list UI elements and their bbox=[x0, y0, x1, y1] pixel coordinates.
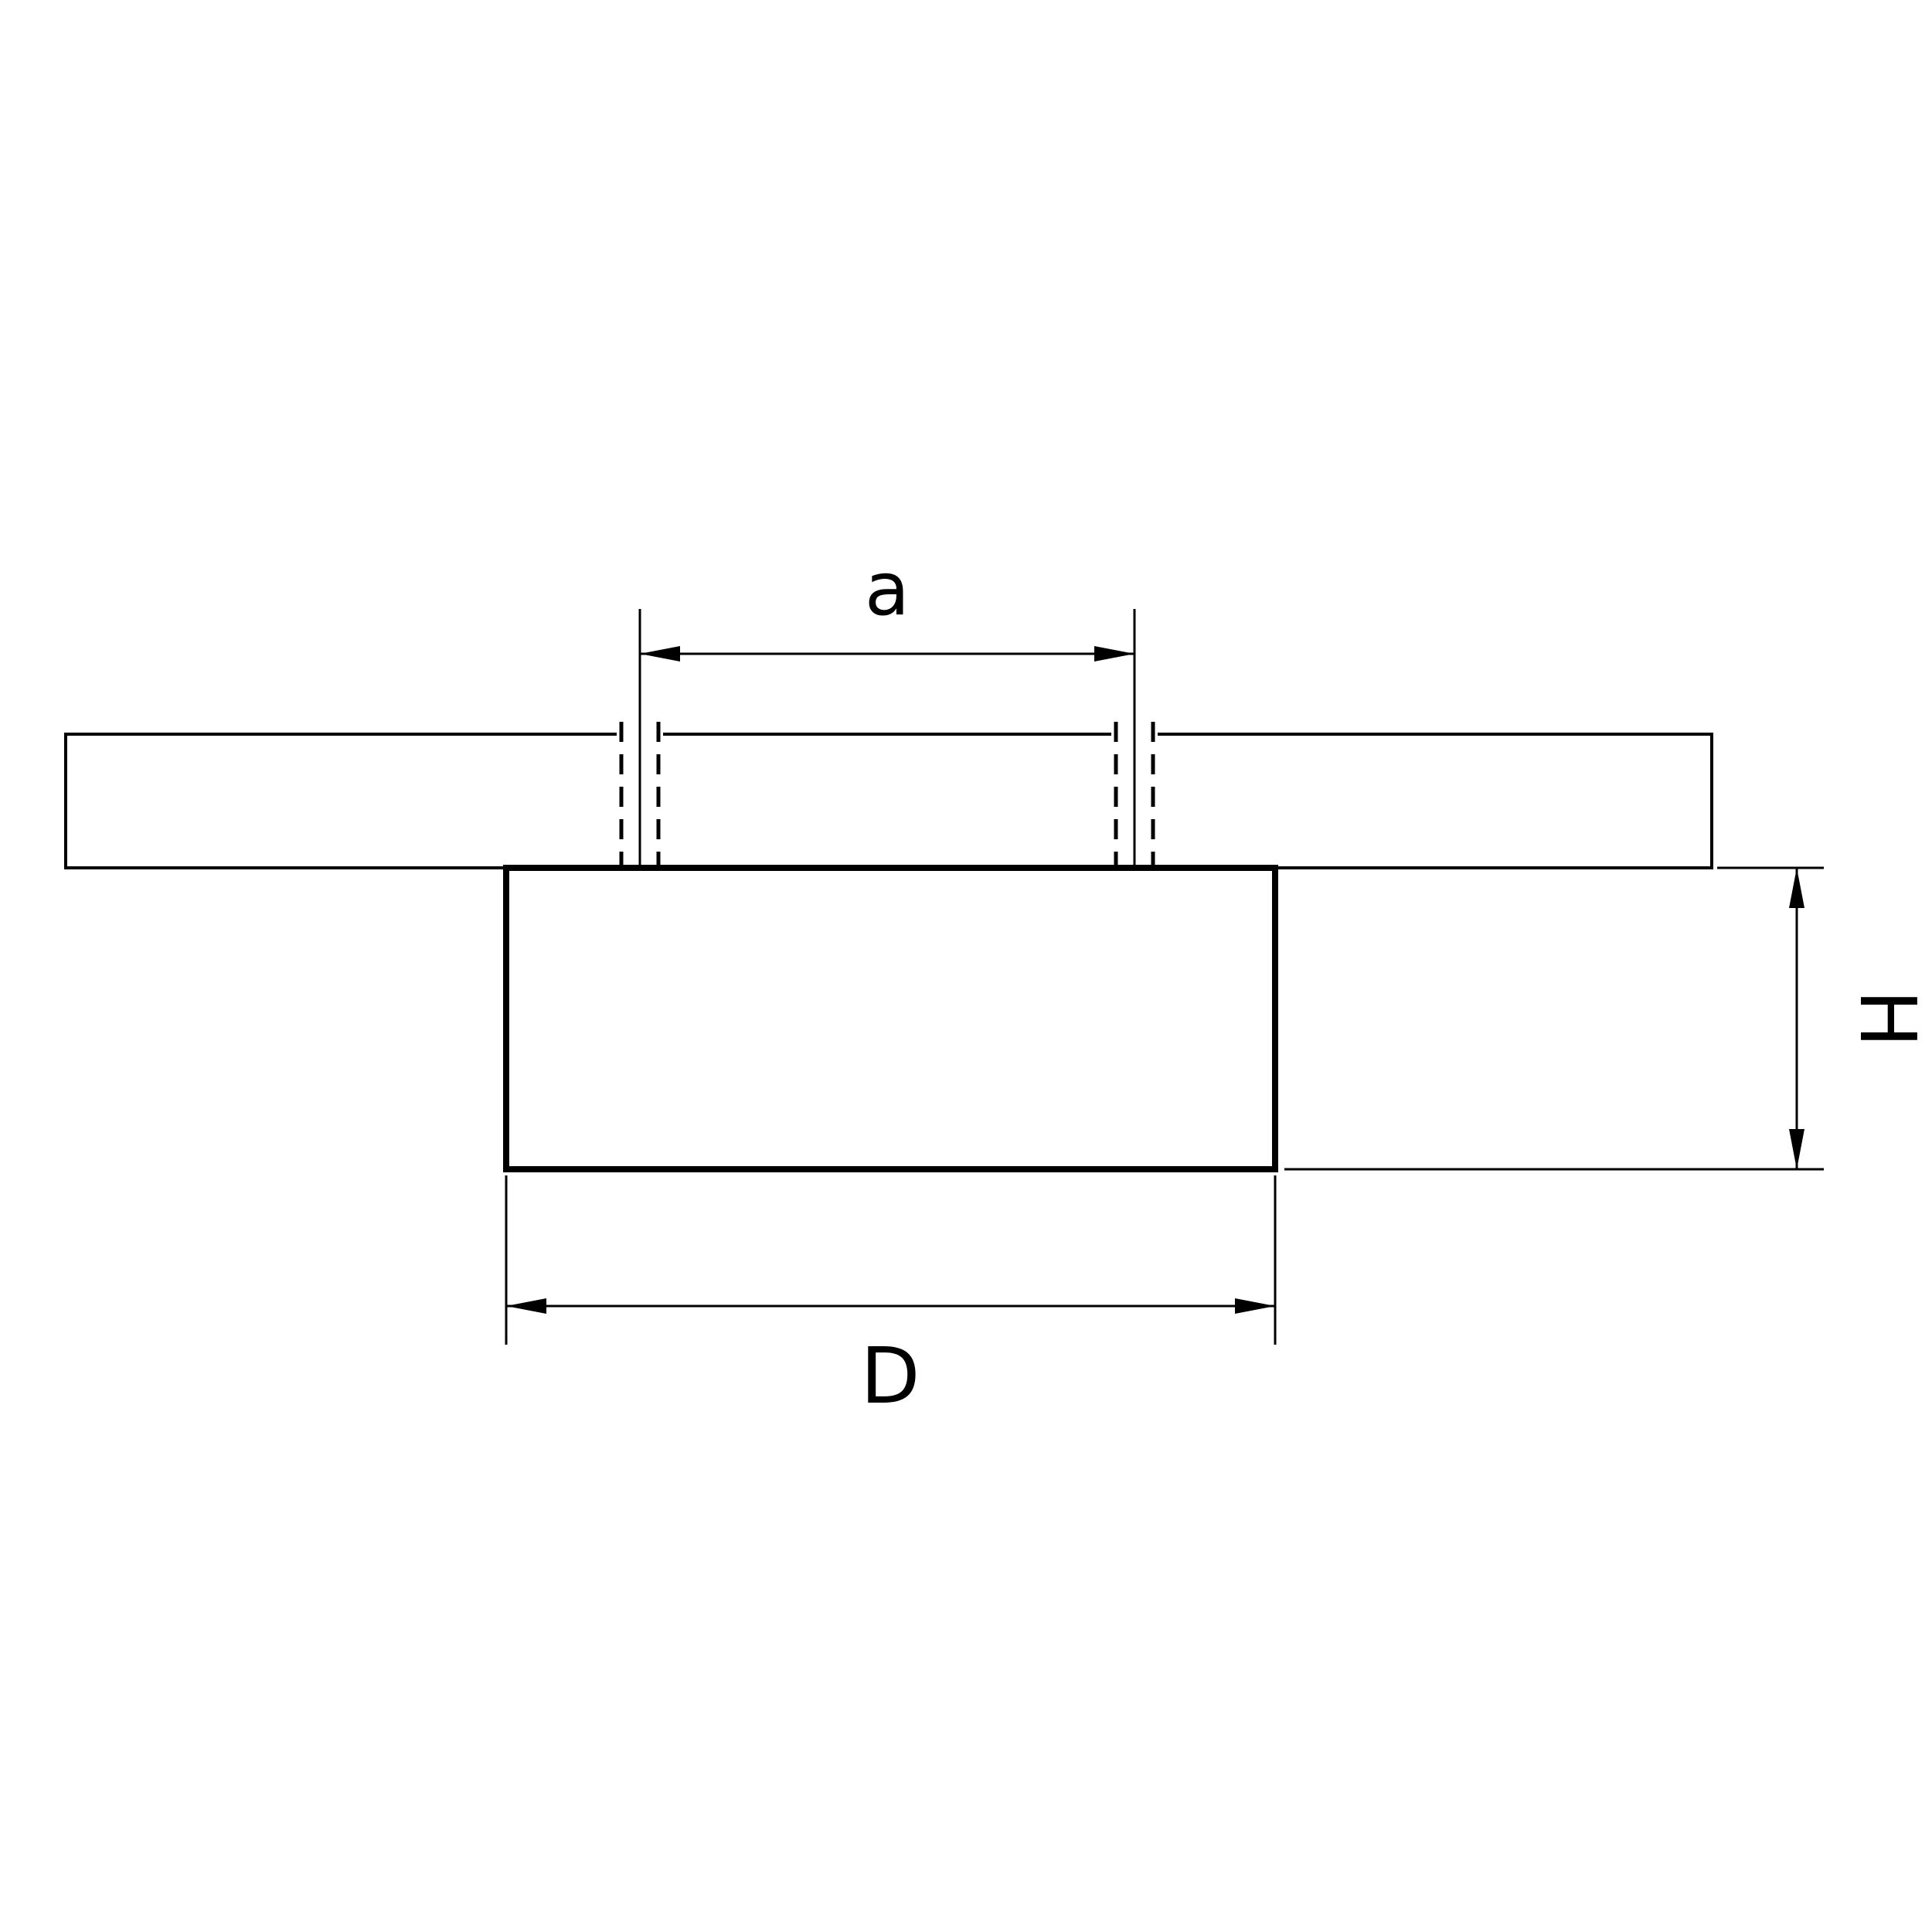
dimension-d-label: D bbox=[860, 1331, 920, 1421]
arrowhead-left bbox=[506, 1298, 546, 1314]
arrowhead-right bbox=[1235, 1298, 1275, 1314]
fixture-body bbox=[503, 865, 1278, 1172]
dimension-d: D bbox=[505, 1175, 1277, 1421]
dimension-a: a bbox=[638, 547, 1136, 866]
fixture-outline bbox=[503, 865, 1278, 1172]
ceiling-section bbox=[64, 722, 1713, 881]
arrowhead-left bbox=[640, 646, 680, 662]
ceiling-slab bbox=[64, 733, 1713, 869]
arrowhead-down bbox=[1789, 1129, 1804, 1169]
dimension-h-label: H bbox=[1842, 989, 1932, 1047]
arrowhead-up bbox=[1789, 868, 1804, 908]
dimension-h: H bbox=[1284, 866, 1932, 1171]
dimension-a-label: a bbox=[865, 547, 910, 632]
arrowhead-right bbox=[1094, 646, 1134, 662]
